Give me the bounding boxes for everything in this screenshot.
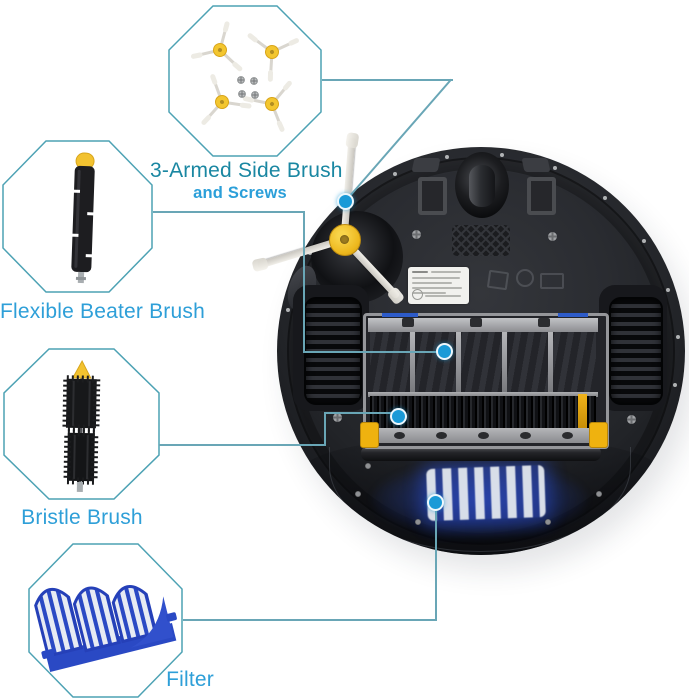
rail-slot (478, 432, 489, 439)
rail-slot (520, 432, 531, 439)
octagon-outline (28, 543, 183, 698)
rim-screw (642, 239, 646, 243)
frame-clip (538, 318, 550, 327)
front-bracket-right (521, 158, 551, 172)
bin-screw (365, 463, 371, 469)
cage-divider (456, 332, 461, 394)
cage-divider (410, 332, 415, 394)
beater-brush-image (70, 152, 96, 284)
yellow-bearing-tab-right (589, 422, 608, 448)
caster-wheel (469, 165, 495, 207)
callout-line-bristle (159, 444, 326, 446)
frame-clip (470, 318, 482, 327)
rail-slot (562, 432, 573, 439)
side-brushes-image (190, 21, 299, 132)
label-side-brush: 3-Armed Side Brush (150, 159, 343, 182)
rim-screw (676, 335, 680, 339)
callout-dot-beater-brush (436, 343, 453, 360)
rim-screw (286, 308, 290, 312)
callout-line-bristle (324, 412, 401, 414)
rim-screw (666, 288, 670, 292)
bin-screw (355, 491, 361, 497)
brush-compartment (360, 313, 609, 449)
callout-line-beater (303, 211, 305, 353)
blue-accent-strip (558, 313, 588, 317)
squeegee-bar (361, 446, 601, 461)
blue-accent-strip (382, 313, 418, 317)
callout-line-side-brush (322, 79, 453, 81)
right-drive-wheel (609, 297, 663, 405)
rim-screw (500, 153, 504, 157)
bin-screw (596, 491, 602, 497)
screw (412, 230, 421, 239)
product-label-sticker (408, 267, 469, 304)
screws-image (237, 76, 259, 99)
embossed-markings (482, 267, 582, 301)
callout-line-filter (435, 503, 437, 621)
bin-screw (545, 519, 551, 525)
callout-dot-filter (427, 494, 444, 511)
callout-line-bristle (324, 412, 326, 446)
cage-divider (548, 332, 553, 394)
beater-brush-cage (370, 332, 596, 394)
label-filter: Filter (166, 668, 214, 691)
callout-line-beater (303, 351, 447, 353)
beater-brush-thumbnail (2, 140, 153, 293)
octagon-outline (168, 5, 322, 157)
rim-screw (393, 172, 397, 176)
yellow-roller-end (578, 394, 587, 428)
octagon-outline (2, 140, 153, 293)
octagon-outline (3, 348, 160, 500)
screw (548, 232, 557, 241)
filter-thumbnail (28, 543, 183, 698)
callout-line-beater (153, 211, 305, 213)
cage-divider (502, 332, 507, 394)
brush-frame-mid-rail (368, 392, 598, 397)
rim-screw (603, 196, 607, 200)
yellow-bearing-tab-left (360, 422, 379, 448)
label-beater-brush: Flexible Beater Brush (0, 300, 205, 323)
bristle-brush-image (62, 359, 101, 493)
bristle-brush-installed (370, 396, 596, 428)
cliff-sensor-right (527, 177, 556, 215)
rim-screw (445, 155, 449, 159)
bristle-brush-thumbnail (3, 348, 160, 500)
callout-dot-bristle-brush (390, 408, 407, 425)
cliff-sensor-left (418, 177, 447, 215)
label-bristle-brush: Bristle Brush (21, 506, 143, 529)
rail-slot (394, 432, 405, 439)
frame-clip (402, 318, 414, 327)
filter-image (34, 585, 177, 672)
textured-pad (452, 225, 510, 256)
rim-screw (553, 166, 557, 170)
label-side-brush-sub: and Screws (193, 184, 287, 202)
rim-screw (673, 383, 677, 387)
screw (333, 413, 342, 422)
callout-line-filter (183, 619, 437, 621)
side-brush-hub (329, 224, 361, 256)
rail-slot (436, 432, 447, 439)
side-brush-thumbnail (168, 5, 322, 157)
callout-dot-side-brush (337, 193, 354, 210)
screw (627, 415, 636, 424)
bin-screw (415, 519, 421, 525)
front-bracket-left (411, 158, 441, 172)
